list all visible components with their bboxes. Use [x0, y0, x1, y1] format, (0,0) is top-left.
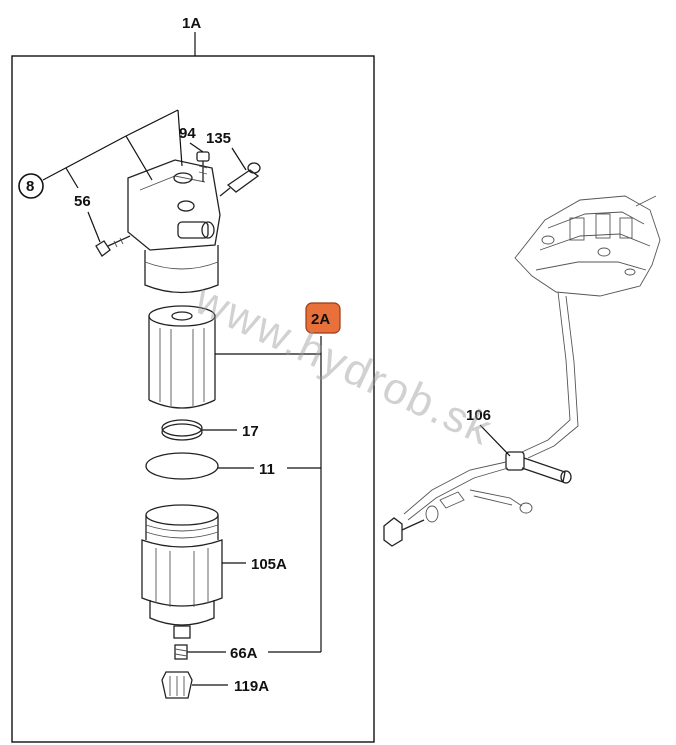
- callout-17: 17: [242, 423, 259, 440]
- fitting-106: [383, 451, 572, 547]
- leader-56: [87, 211, 101, 243]
- callout-119A: 119A: [234, 678, 269, 695]
- leader-94: [189, 142, 204, 153]
- callout-135: 135: [206, 130, 231, 147]
- leader-8: [42, 109, 183, 189]
- injection-pump-sketch: [514, 195, 661, 297]
- leader-135: [231, 147, 247, 171]
- callout-8-circle: [18, 173, 44, 199]
- seal-17: [161, 419, 203, 441]
- callout-1A: 1A: [182, 15, 201, 32]
- fitting-135: [219, 162, 261, 197]
- callout-106: 106: [466, 407, 491, 424]
- bolt-56: [95, 235, 131, 257]
- callout-2A: 2A: [311, 311, 330, 328]
- drain-plug-119A: [161, 671, 193, 699]
- callout-56: 56: [74, 193, 91, 210]
- fuel-line: [521, 291, 579, 459]
- o-ring-11: [145, 452, 219, 480]
- assembly-frame: [11, 55, 375, 743]
- callout-2A-badge: [305, 302, 341, 334]
- leader-106: [479, 424, 511, 457]
- spring-66A: [174, 644, 188, 660]
- callout-94: 94: [179, 125, 196, 142]
- watermark: www.hydrob.sk: [187, 274, 500, 455]
- filter-head: [127, 159, 221, 294]
- filter-element: [148, 305, 216, 409]
- callout-66A: 66A: [230, 645, 258, 662]
- callout-8: 8: [26, 178, 34, 195]
- bolt-94: [196, 151, 210, 182]
- filter-bowl: [141, 504, 223, 639]
- callout-11: 11: [259, 461, 275, 478]
- callout-105A: 105A: [251, 556, 287, 573]
